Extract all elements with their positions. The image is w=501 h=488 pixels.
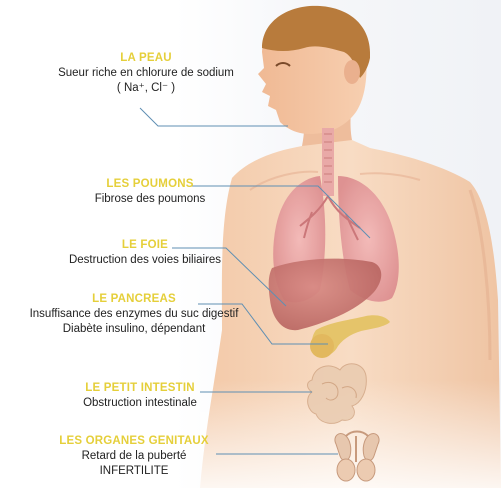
label-line: Destruction des voies biliaires xyxy=(30,253,260,268)
label-liver: LE FOIE Destruction des voies biliaires xyxy=(30,238,260,268)
head xyxy=(258,6,370,134)
label-title: LES ORGANES GENITAUX xyxy=(36,434,232,449)
label-skin: LA PEAU Sueur riche en chlorure de sodiu… xyxy=(26,51,266,96)
leader-skin xyxy=(140,108,288,126)
label-line: Sueur riche en chlorure de sodium xyxy=(26,66,266,81)
trachea xyxy=(322,128,334,196)
label-line: Insuffisance des enzymes du suc digestif xyxy=(2,307,266,322)
label-line: Diabète insulino, dépendant xyxy=(2,322,266,337)
label-title: LE PETIT INTESTIN xyxy=(50,381,230,396)
label-title: LE PANCREAS xyxy=(2,292,266,307)
label-intestine: LE PETIT INTESTIN Obstruction intestinal… xyxy=(50,381,230,411)
label-line: Obstruction intestinale xyxy=(50,396,230,411)
label-title: LE FOIE xyxy=(30,238,260,253)
label-line: INFERTILITE xyxy=(36,464,232,479)
label-pancreas: LE PANCREAS Insuffisance des enzymes du … xyxy=(2,292,266,337)
label-line: Fibrose des poumons xyxy=(50,192,250,207)
label-line: ( Na⁺, Cl⁻ ) xyxy=(26,81,266,96)
genital-organs xyxy=(335,432,379,482)
label-lungs: LES POUMONS Fibrose des poumons xyxy=(50,177,250,207)
label-title: LES POUMONS xyxy=(50,177,250,192)
label-line: Retard de la puberté xyxy=(36,449,232,464)
label-title: LA PEAU xyxy=(26,51,266,66)
label-genitals: LES ORGANES GENITAUX Retard de la pubert… xyxy=(36,434,232,479)
